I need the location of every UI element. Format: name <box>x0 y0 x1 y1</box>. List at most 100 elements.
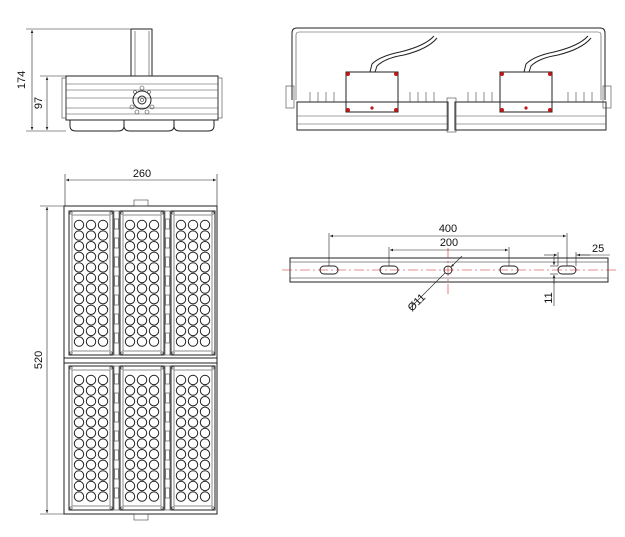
led-module-array <box>68 210 216 511</box>
led-lens <box>97 385 109 396</box>
led-lens <box>148 374 160 386</box>
led-lens <box>136 396 148 407</box>
led-lens <box>148 459 160 470</box>
led-lens <box>148 406 160 417</box>
led-module <box>68 210 114 356</box>
led-lens <box>136 241 148 252</box>
body-height-label: 97 <box>33 97 45 109</box>
led-lens <box>187 219 199 231</box>
led-lens <box>175 459 187 470</box>
led-lens <box>124 272 136 284</box>
led-lens <box>124 230 136 241</box>
led-lens <box>148 272 160 284</box>
led-lens <box>73 396 85 407</box>
led-lens <box>97 491 109 502</box>
led-lens <box>199 219 211 231</box>
led-lens <box>148 417 160 428</box>
led-lens <box>187 438 199 449</box>
led-lens <box>175 480 187 492</box>
inner-span-label: 200 <box>440 237 458 249</box>
length-dimension: 520 <box>33 205 64 515</box>
led-lens <box>73 294 85 305</box>
led-lens <box>175 406 187 417</box>
led-lens <box>187 336 199 347</box>
led-module <box>119 365 165 511</box>
led-lens <box>136 272 148 284</box>
led-lens <box>85 385 97 396</box>
led-lens <box>124 241 136 252</box>
led-lens <box>187 294 199 305</box>
led-lens <box>73 230 85 241</box>
led-lens <box>175 304 187 315</box>
led-lens <box>97 470 109 481</box>
led-lens <box>187 427 199 439</box>
led-lens <box>136 417 148 428</box>
led-lens <box>199 336 211 347</box>
led-lens <box>136 480 148 492</box>
led-lens <box>124 283 136 294</box>
hole-diameter-dimension: Ø11 <box>406 255 463 314</box>
led-lens <box>199 491 211 502</box>
led-lens <box>136 230 148 241</box>
led-lens <box>97 262 109 273</box>
led-lens <box>199 241 211 252</box>
led-lens <box>85 491 97 502</box>
led-lens <box>136 385 148 396</box>
inner-span-dimension: 200 <box>388 237 510 266</box>
led-lens <box>199 427 211 439</box>
led-lens <box>124 336 136 347</box>
led-lens <box>175 230 187 241</box>
led-lens <box>175 438 187 449</box>
led-lens <box>187 480 199 492</box>
led-lens <box>85 480 97 492</box>
led-lens <box>124 427 136 439</box>
led-lens <box>199 251 211 262</box>
led-lens <box>97 480 109 492</box>
led-lens <box>85 374 97 386</box>
module-separator <box>113 210 120 356</box>
led-lens <box>85 427 97 439</box>
led-lens <box>136 325 148 337</box>
led-lens <box>97 294 109 305</box>
led-lens <box>148 385 160 396</box>
led-lens <box>175 272 187 284</box>
slot-width-dimension: 25 <box>544 243 610 266</box>
led-lens <box>199 262 211 273</box>
outer-span-dimension: 400 <box>328 223 568 266</box>
led-lens <box>148 262 160 273</box>
led-lens <box>199 406 211 417</box>
led-lens <box>97 272 109 284</box>
led-lens <box>187 491 199 502</box>
led-module <box>68 365 114 511</box>
led-lens <box>124 470 136 481</box>
led-lens <box>97 459 109 470</box>
led-lens <box>124 251 136 262</box>
driver-box-left <box>345 71 399 113</box>
led-lens <box>73 385 85 396</box>
led-lens <box>73 480 85 492</box>
led-lens <box>124 406 136 417</box>
led-lens <box>124 325 136 337</box>
led-lens <box>73 219 85 231</box>
led-lens <box>148 336 160 347</box>
led-lens <box>175 417 187 428</box>
led-lens <box>97 325 109 337</box>
led-lens <box>73 272 85 284</box>
led-lens <box>97 304 109 315</box>
led-lens <box>124 262 136 273</box>
module-separator <box>164 365 171 511</box>
led-lens <box>187 315 199 326</box>
led-lens <box>124 480 136 492</box>
led-lens <box>97 230 109 241</box>
led-lens <box>199 417 211 428</box>
led-lens <box>97 315 109 326</box>
led-module <box>170 365 216 511</box>
led-lens <box>124 417 136 428</box>
led-lens <box>97 417 109 428</box>
led-lens <box>73 427 85 439</box>
width-dimension: 260 <box>64 168 218 206</box>
outer-span-label: 400 <box>439 223 457 235</box>
led-module <box>119 210 165 356</box>
led-lens <box>124 396 136 407</box>
